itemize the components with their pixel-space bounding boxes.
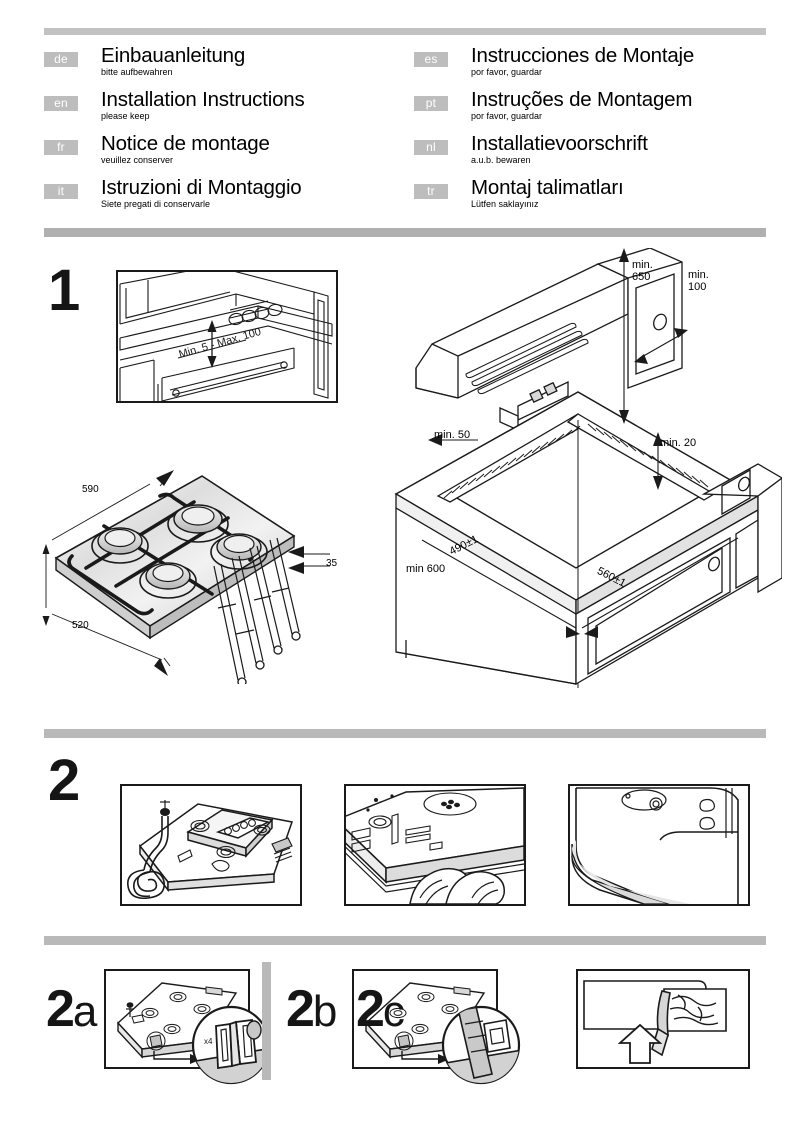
language-subtitle-tr: Lütfen saklayınız [471,199,539,209]
language-row-en: en Installation Instructions please keep [44,88,396,132]
hands-fitting-seal-drawing [346,787,524,904]
language-row-de: de Einbauanleitung bitte aufbewahren [44,44,396,88]
step-number-1: 1 [48,258,80,323]
language-badge-pt: pt [414,96,448,111]
dim-hob-width: 590 [82,484,99,495]
language-row-fr: fr Notice de montage veuillez conserver [44,132,396,176]
figure-oven-gap-panel: Min. 5 - Max. 100 [116,270,338,403]
hob-underside-cable-drawing [127,800,293,900]
oven-gap-drawing: Min. 5 - Max. 100 [119,272,333,401]
divider-top [44,28,766,35]
step-number-2c: 2c [356,980,405,1038]
figure-cabinet-installation: min. 650 min. 100 min. 50 min. 20 490±1 … [392,248,782,688]
dim-hood-height-line1: min. [632,259,653,271]
step-number-2b-letter: b [312,987,338,1036]
language-text-nl: Installatievoorschrift a.u.b. bewaren [471,132,648,165]
language-subtitle-pt: por favor, guardar [471,111,543,121]
step-number-2a-digit: 2 [46,980,75,1038]
language-subtitle-es: por favor, guardar [471,67,543,77]
dim-cabinet-width: min 600 [406,563,446,575]
step-number-2a: 2a [46,980,98,1038]
seal-corner-drawing [571,787,739,904]
language-title-pt: Instruções de Montagem [471,88,693,111]
language-title-es: Instrucciones de Montaje [471,44,695,67]
dim-side-clearance-line1: min. [688,269,709,281]
figure-step2b-magnifier [440,1004,522,1086]
figure-step2-panel-3 [568,784,750,906]
language-title-tr: Montaj talimatları [471,176,624,199]
language-badge-de: de [44,52,78,67]
language-row-it: it Istruzioni di Montaggio Siete pregati… [44,176,396,220]
step-number-2a-letter: a [72,987,98,1036]
hob-drawing [42,470,330,684]
language-row-nl: nl Installatievoorschrift a.u.b. bewaren [414,132,766,176]
language-title-it: Istruzioni di Montaggio [101,176,302,199]
language-subtitle-de: bitte aufbewahren [101,67,173,77]
figure-step2c-panel [576,969,750,1069]
figure-step2a-magnifier: x4 [190,1004,272,1086]
language-title-en: Installation Instructions [101,88,305,111]
strap-detail-magnifier [441,1005,521,1085]
language-subtitle-en: please keep [101,111,150,121]
dim-hob-height: 35 [326,558,338,569]
language-row-es: es Instrucciones de Montaje por favor, g… [414,44,766,88]
dim-hob-depth: 520 [72,620,89,631]
figure-hob-dimensions: 590 520 35 [42,448,342,684]
language-header-block: de Einbauanleitung bitte aufbewahren en … [44,44,766,220]
step-number-2c-letter: c [382,987,405,1036]
divider-vertical [262,962,271,1080]
step-number-2b-digit: 2 [286,980,315,1038]
language-column-left: de Einbauanleitung bitte aufbewahren en … [44,44,396,220]
figure-step2-panel-2 [344,784,526,906]
step-number-2c-digit: 2 [356,980,385,1038]
peel-film-drawing [583,980,727,1064]
language-title-de: Einbauanleitung [101,44,246,67]
language-subtitle-fr: veuillez conserver [101,155,174,165]
language-title-nl: Installatievoorschrift [471,132,648,155]
figure-step2-panel-1 [120,784,302,906]
language-text-de: Einbauanleitung bitte aufbewahren [101,44,245,77]
dim-hood-height-line2: 650 [632,271,651,283]
language-text-es: Instrucciones de Montaje por favor, guar… [471,44,694,77]
language-subtitle-it: Siete pregati di conservarle [101,199,211,209]
clip-count-label: x4 [204,1037,213,1046]
divider-section-2 [44,729,766,738]
dim-side-clearance-line2: 100 [688,281,707,293]
language-badge-en: en [44,96,78,111]
divider-section-1 [44,228,766,237]
language-text-fr: Notice de montage veuillez conserver [101,132,270,165]
step-number-2: 2 [48,748,80,813]
language-row-tr: tr Montaj talimatları Lütfen saklayınız [414,176,766,220]
language-text-pt: Instruções de Montagem por favor, guarda… [471,88,692,121]
divider-section-2ab [44,936,766,945]
language-badge-fr: fr [44,140,78,155]
language-badge-it: it [44,184,78,199]
clip-detail-magnifier: x4 [191,1005,271,1085]
language-badge-nl: nl [414,140,448,155]
language-text-it: Istruzioni di Montaggio Siete pregati di… [101,176,302,209]
language-title-fr: Notice de montage [101,132,270,155]
dim-front-clearance: min. 20 [660,437,697,449]
language-row-pt: pt Instruções de Montagem por favor, gua… [414,88,766,132]
dim-rear-clearance: min. 50 [434,429,471,441]
step-number-2b: 2b [286,980,338,1038]
language-text-en: Installation Instructions please keep [101,88,305,121]
language-subtitle-nl: a.u.b. bewaren [471,155,531,165]
language-badge-es: es [414,52,448,67]
language-text-tr: Montaj talimatları Lütfen saklayınız [471,176,624,209]
language-column-right: es Instrucciones de Montaje por favor, g… [414,44,766,220]
language-badge-tr: tr [414,184,448,199]
cabinet-drawing [394,248,782,688]
